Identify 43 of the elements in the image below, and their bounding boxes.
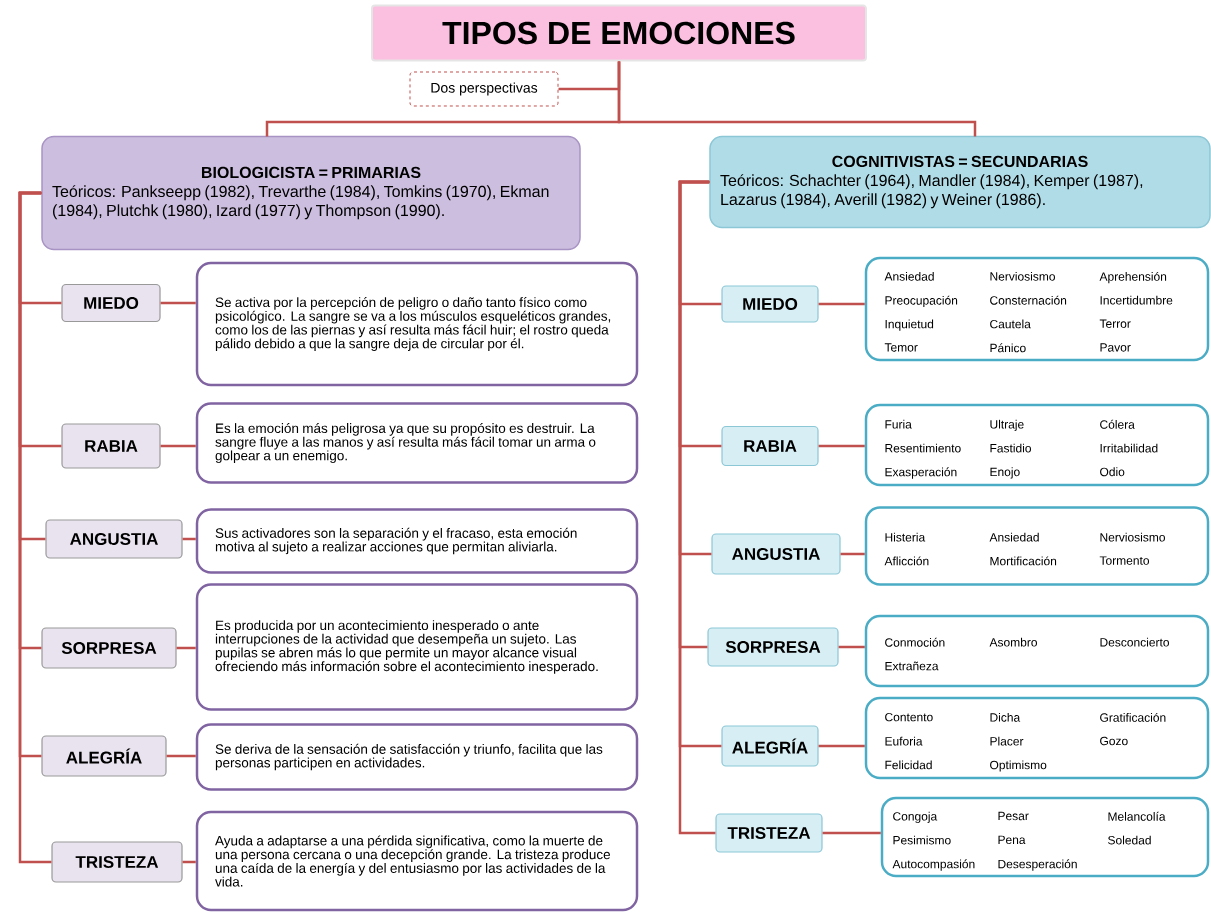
description-box: Es producida por un acontecimiento inesperado o ante interrupciones de la actividad que desempeña un sujeto. Las pupilas se abren más lo que permite un mayor alcance visual ofreciendo más información sobre el acontecimiento inesperado. <box>195 583 639 711</box>
connector-line <box>182 860 196 864</box>
connector-line <box>822 831 881 835</box>
title-box: TIPOS DE EMOCIONES <box>371 4 867 62</box>
emotion-box: MIEDO <box>61 283 161 323</box>
emotion-box: SORPRESA <box>41 627 177 669</box>
emotion-box: ANGUSTIA <box>711 533 841 575</box>
emotion-box: ANGUSTIA <box>45 519 183 559</box>
description-box: Ayuda a adaptarse a una pérdida significativa, como la muerte de una persona cercana o una decepción grande. La tristeza produce una caída de la energía y del entusiasmo por las actividades de la vida. <box>195 810 639 912</box>
word-list-box: Ansiedad Nerviosismo Aprehensión Preocupación Consternación Incertidumbre Inquietud Cautela Terror Temor Pánico Pavor <box>864 256 1210 362</box>
emotion-box: TRISTEZA <box>715 813 823 853</box>
connector-line <box>818 444 865 448</box>
connector-line <box>617 61 977 137</box>
emotion-box: SORPRESA <box>707 627 839 667</box>
word-list-box: Congoja Pesar Melancolía Pesimismo Pena Soledad Autocompasión Desesperación <box>880 796 1210 878</box>
description-box: Es la emoción más peligrosa ya que su propósito es destruir. La sangre fluye a las manos y así resulta más fácil tomar un arma o golpear a un enemigo. <box>195 402 639 484</box>
word-list-box: Furia Ultraje Cólera Resentimiento Fastidio Irritabilidad Exasperación Enojo Odio <box>864 403 1210 487</box>
emotion-box: MIEDO <box>721 285 819 323</box>
perspective-box: BIOLOGICISTA = PRIMARIAS Teóricos: Pankseepp (1982), Trevarthe (1984), Tomkins (1970), Ekman (1984), Plutchk (1980), Izard (1977) y Thompson (1990). <box>41 135 581 251</box>
connector-line <box>818 744 865 748</box>
connector-line <box>840 552 865 556</box>
connector-line <box>176 646 196 650</box>
connector-line <box>166 754 196 758</box>
word-list-box: Conmoción Asombro Desconcierto Extrañeza <box>864 614 1210 688</box>
description-box: Sus activadores son la separación y el fracaso, esta emoción motiva al sujeto a realizar acciones que permitan aliviarla. <box>195 508 639 574</box>
word-list-box: Histeria Ansiedad Nerviosismo Aflicción Mortificación Tormento <box>864 506 1210 586</box>
perspective-box: COGNITIVISTAS = SECUNDARIAS Teóricos: Schachter (1964), Mandler (1984), Kemper (1987), Lazarus (1984), Averill (1982) y Weiner (1986). <box>709 135 1211 229</box>
connector-line <box>160 301 196 305</box>
emotion-box: RABIA <box>61 423 161 469</box>
connector-line <box>818 302 865 306</box>
connector-line <box>678 180 716 835</box>
emotion-box: ALEGRÍA <box>721 725 819 767</box>
emotion-box: RABIA <box>721 425 819 467</box>
connector-line <box>182 537 196 541</box>
connector-line <box>838 645 865 649</box>
description-box: Se activa por la percepción de peligro o daño tanto físico como psicológico. La sangre se va a los músculos esqueléticos grandes, como los de las piernas y así resulta más fácil huir; el rostro queda pálido debido a que la sangre deja de circular por él. <box>195 261 639 387</box>
description-box: Se deriva de la sensación de satisfacción y triunfo, facilita que las personas participen en actividades. <box>195 723 639 791</box>
word-list-box: Contento Dicha Gratificación Euforia Placer Gozo Felicidad Optimismo <box>864 696 1210 780</box>
emotion-box: TRISTEZA <box>51 841 183 883</box>
connector-line <box>160 444 196 448</box>
connector-line <box>18 191 52 864</box>
note-box: Dos perspectivas <box>409 71 559 107</box>
emotion-box: ALEGRÍA <box>41 735 167 777</box>
